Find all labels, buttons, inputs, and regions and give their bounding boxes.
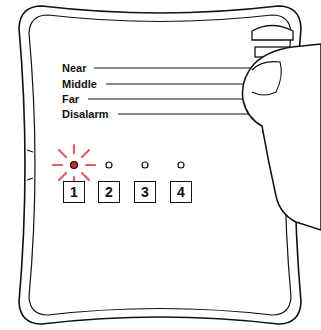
- channel-button: 2: [98, 181, 120, 203]
- channel-button: 4: [170, 181, 192, 203]
- side-notch: [27, 150, 293, 180]
- zone-label: Far: [62, 93, 79, 105]
- glow-rays: [53, 145, 95, 185]
- button-number: 1: [70, 184, 78, 200]
- led: [71, 162, 185, 169]
- channel-button: 3: [134, 181, 156, 203]
- button-number: 4: [177, 184, 185, 200]
- leader-line: [88, 68, 262, 114]
- channel-button: 1: [63, 181, 85, 203]
- thumb: [242, 44, 321, 230]
- button-number: 2: [105, 184, 113, 200]
- zone-label: Disalarm: [62, 108, 108, 120]
- device-inner-rim: [29, 15, 291, 315]
- button-number: 3: [141, 184, 149, 200]
- zone-label: Middle: [62, 78, 97, 90]
- thumbnail: [252, 62, 281, 95]
- device-housing: [19, 6, 301, 324]
- zone-label: Near: [62, 62, 86, 74]
